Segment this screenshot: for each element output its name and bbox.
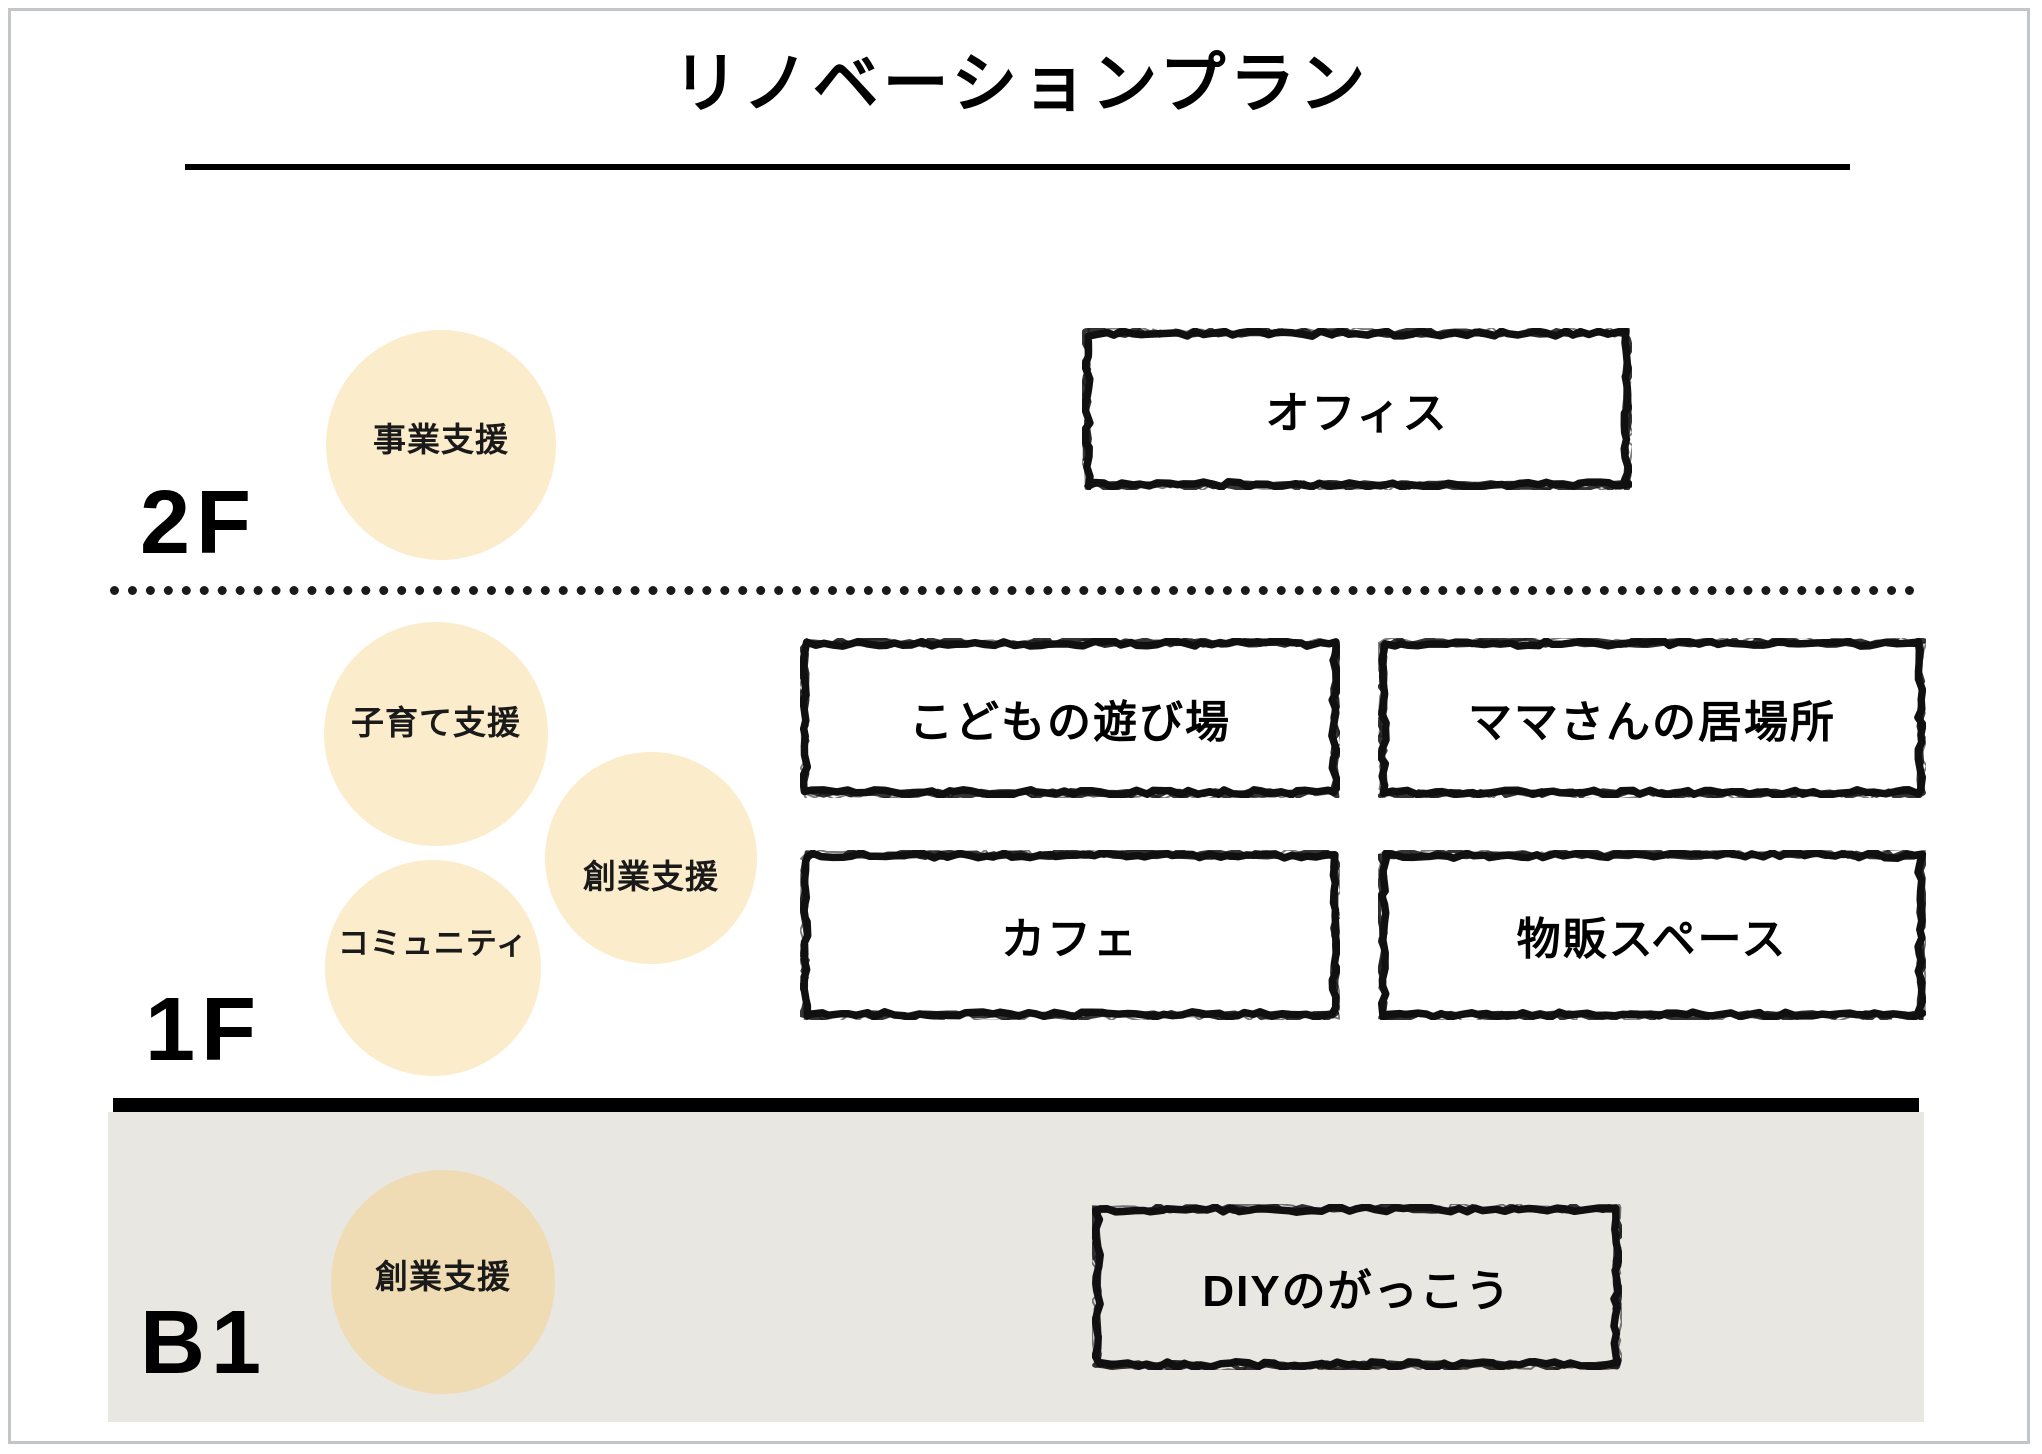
room-label: DIYのがっこう <box>1202 1267 1512 1316</box>
bubble-kosodate-shien: 子育て支援 <box>324 622 548 846</box>
bubble-label: 事業支援 <box>373 421 509 458</box>
room-box-diy-gakko: DIYのがっこう <box>1092 1204 1622 1370</box>
room-box-mama-ibasho: ママさんの居場所 <box>1378 638 1926 798</box>
room-box-kodomo-asobiba: こどもの遊び場 <box>800 638 1340 798</box>
bubble-label: 創業支援 <box>583 858 719 895</box>
bubble-community: コミュニティ <box>325 860 541 1076</box>
room-label: 物販スペース <box>1516 915 1788 964</box>
bubble-sogyo-shien-b1: 創業支援 <box>331 1170 555 1394</box>
room-label: カフェ <box>1001 915 1139 964</box>
bubble-label: コミュニティ <box>337 925 529 961</box>
floor-label-1f: 1F <box>145 980 263 1080</box>
title-underline-rule <box>185 164 1850 170</box>
bubble-label: 子育て支援 <box>351 704 521 741</box>
floor-label-b1: B1 <box>140 1293 268 1393</box>
room-box-office: オフィス <box>1082 328 1632 490</box>
bubble-jigyo-shien: 事業支援 <box>326 330 556 560</box>
bubble-label: 創業支援 <box>375 1258 511 1295</box>
bubble-sogyo-shien-1f: 創業支援 <box>545 752 757 964</box>
divider-2f-1f <box>110 586 1915 595</box>
room-label: オフィス <box>1265 389 1449 438</box>
room-box-cafe: カフェ <box>800 850 1340 1020</box>
room-label: ママさんの居場所 <box>1468 698 1836 747</box>
page-title: リノベーションプラン <box>672 46 1370 120</box>
floor-label-2f: 2F <box>140 473 258 573</box>
room-label: こどもの遊び場 <box>909 698 1231 747</box>
room-box-buppan-space: 物販スペース <box>1378 850 1926 1020</box>
divider-1f-b1 <box>113 1098 1919 1112</box>
